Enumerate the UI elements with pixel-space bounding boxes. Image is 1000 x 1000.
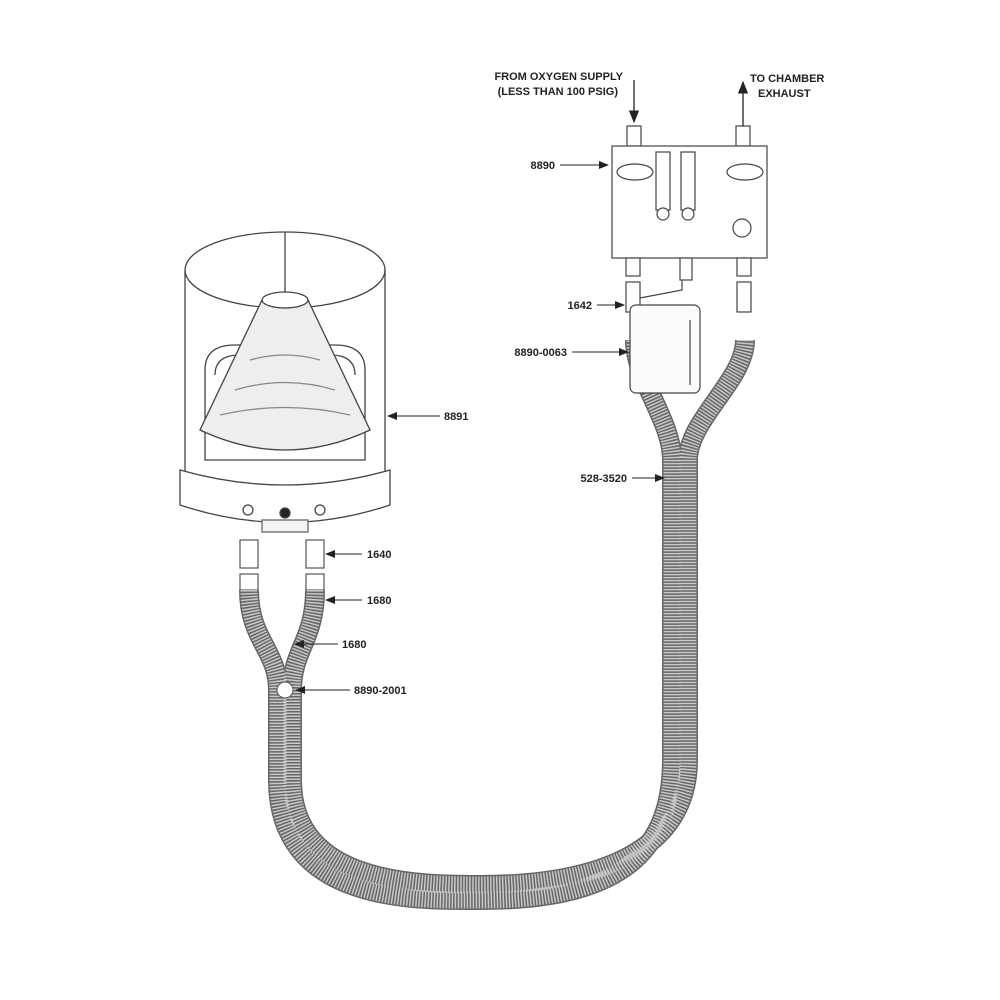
corrugated-tubing [239, 339, 755, 911]
oxygen-supply-pressure-label: (LESS THAN 100 PSIG) [498, 86, 619, 98]
callout-1640: 1640 [367, 549, 391, 561]
exhaust-label: TO CHAMBER [750, 73, 824, 85]
tube-clip [276, 681, 294, 699]
callout-8890: 8890 [531, 160, 555, 172]
control-panel-8890 [611, 125, 768, 394]
callout-8891: 8891 [444, 411, 468, 423]
callout-1642: 1642 [568, 300, 592, 312]
callout-528-3520: 528-3520 [581, 473, 628, 485]
oxygen-hood [179, 231, 391, 533]
oxygen-supply-label: FROM OXYGEN SUPPLY [494, 71, 623, 83]
callout-1680-upper: 1680 [367, 595, 391, 607]
callout-8890-2001: 8890-2001 [354, 685, 407, 697]
callout-8890-0063: 8890-0063 [514, 347, 567, 359]
exhaust-label-2: EXHAUST [758, 88, 811, 100]
adapters-1640 [239, 539, 325, 591]
callout-1680-lower: 1680 [342, 639, 366, 651]
